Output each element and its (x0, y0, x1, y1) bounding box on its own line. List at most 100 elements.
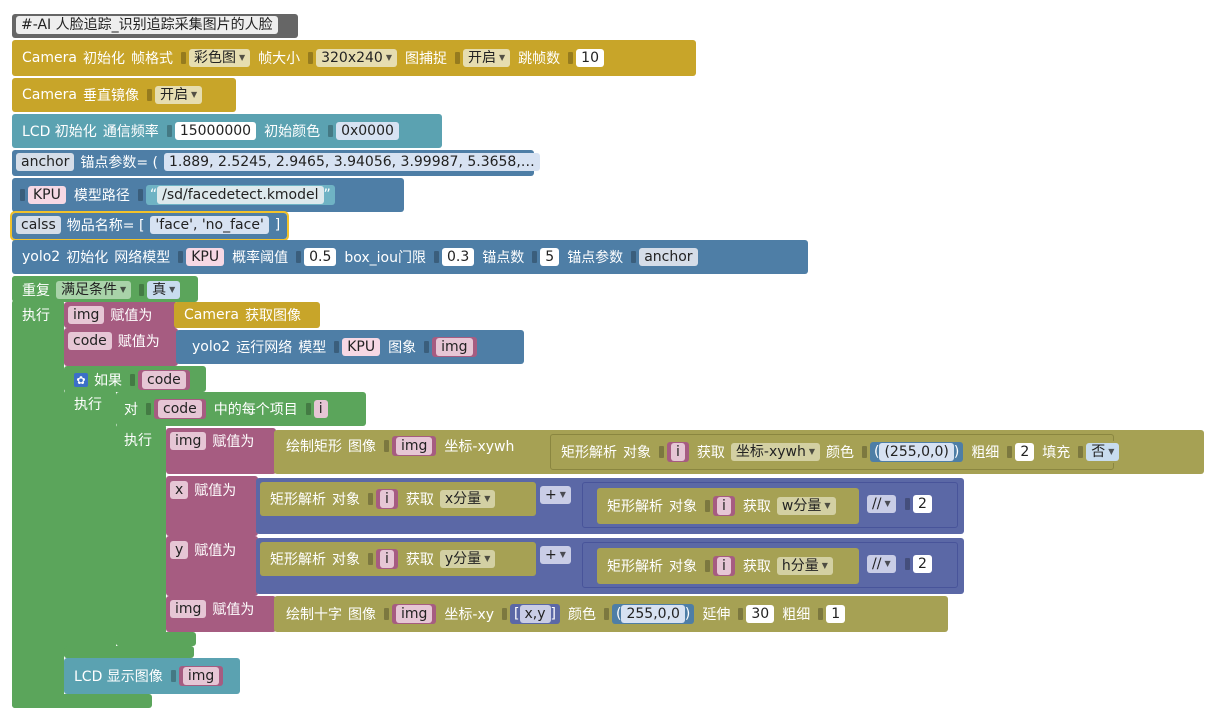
image-var-block[interactable]: img (392, 604, 437, 624)
anchor-block[interactable]: anchor 锚点参数= ( 1.889, 2.5245, 2.9465, 3.… (12, 150, 551, 176)
image-value[interactable]: img (396, 437, 433, 455)
path-string[interactable]: “ /sd/facedetect.kmodel ” (145, 185, 335, 205)
x-assign-block[interactable]: x 赋值为 (166, 476, 258, 536)
obj-var-block[interactable]: i (376, 549, 398, 569)
obj-value[interactable]: i (380, 550, 394, 568)
draw-rect-assign-block[interactable]: img 赋值为 (166, 428, 276, 474)
yolo-init-block[interactable]: yolo2 初始化 网络模型 KPU 概率阈值 0.5 box_iou门限 0.… (12, 240, 808, 274)
color-tuple-block[interactable]: ((255,0,0)) (870, 442, 964, 462)
frame-format-dropdown[interactable]: 彩色图▼ (188, 49, 251, 67)
calss-values[interactable]: 'face', 'no_face' (150, 216, 269, 234)
h-parse-block[interactable]: 矩形解析 对象 i 获取 h分量▼ (597, 548, 859, 584)
div-op-dropdown[interactable]: //▼ (867, 495, 896, 513)
camera-init-block[interactable]: Camera 初始化 帧格式 彩色图▼ 帧大小 320x240▼ 图捕捉 开启▼… (12, 40, 696, 76)
add-op-dropdown[interactable]: +▼ (540, 486, 571, 504)
y-assign-block[interactable]: y 赋值为 (166, 536, 258, 596)
y-div-block[interactable]: 矩形解析 对象 i 获取 h分量▼ //▼ 2 (582, 542, 958, 588)
img-var[interactable]: img (170, 600, 207, 618)
divisor-input[interactable]: 2 (913, 495, 932, 513)
image-var-block[interactable]: img (392, 436, 437, 456)
image-value[interactable]: img (182, 667, 220, 685)
obj-value[interactable]: i (717, 497, 731, 515)
get-dropdown[interactable]: 坐标-xywh▼ (730, 443, 820, 461)
obj-var-block[interactable]: i (713, 556, 735, 576)
gear-icon[interactable]: ✿ (74, 373, 88, 387)
x-math-block[interactable]: 矩形解析 对象 i 获取 x分量▼ +▼ 矩形解析 对象 i 获取 w分量▼ /… (256, 478, 964, 534)
code-assign-block[interactable]: code 赋值为 (64, 328, 178, 366)
camera-mirror-block[interactable]: Camera 垂直镜像 开启▼ (12, 78, 236, 112)
skip-input[interactable]: 10 (576, 49, 604, 67)
get-dropdown[interactable]: w分量▼ (776, 497, 836, 515)
repeat-value-dropdown[interactable]: 真▼ (147, 281, 181, 299)
calss-var[interactable]: calss (16, 216, 61, 234)
y-var[interactable]: y (170, 541, 189, 559)
x-var[interactable]: x (170, 481, 189, 499)
x-parse-block[interactable]: 矩形解析 对象 i 获取 x分量▼ (260, 482, 536, 516)
lcd-init-block[interactable]: LCD 初始化 通信频率 15000000 初始颜色 0x0000 (12, 114, 442, 148)
freq-input[interactable]: 15000000 (174, 122, 257, 140)
if-cond-value[interactable]: code (142, 371, 186, 389)
image-var-block[interactable]: img (432, 337, 477, 357)
model-value[interactable]: KPU (186, 248, 225, 266)
path-value[interactable]: /sd/facedetect.kmodel (157, 186, 324, 204)
color-value[interactable]: (255,0,0) (879, 443, 954, 461)
for-list-block[interactable]: code (154, 399, 206, 419)
if-block[interactable]: ✿ 如果 code (64, 366, 206, 392)
add-op-dropdown[interactable]: +▼ (540, 546, 571, 564)
anchor-param-value[interactable]: anchor (639, 248, 698, 266)
img-var[interactable]: img (170, 432, 207, 450)
for-each-block[interactable]: 对 code 中的每个项目 i (116, 392, 366, 426)
frame-size-dropdown[interactable]: 320x240▼ (316, 49, 397, 67)
obj-var-block[interactable]: i (667, 442, 689, 462)
y-parse-block[interactable]: 矩形解析 对象 i 获取 y分量▼ (260, 542, 536, 576)
img-var[interactable]: img (68, 306, 105, 324)
image-value[interactable]: img (436, 338, 473, 356)
for-list-value[interactable]: code (158, 400, 202, 418)
div-op-dropdown[interactable]: //▼ (867, 555, 896, 573)
comment-block[interactable]: #-AI 人脸追踪_识别追踪采集图片的人脸 (12, 14, 298, 38)
w-parse-block[interactable]: 矩形解析 对象 i 获取 w分量▼ (597, 488, 859, 524)
thick-input[interactable]: 2 (1015, 443, 1035, 461)
obj-value[interactable]: i (717, 557, 731, 575)
color-tuple-block[interactable]: (255,0,0) (612, 604, 695, 624)
x-div-block[interactable]: 矩形解析 对象 i 获取 w分量▼ //▼ 2 (582, 482, 958, 528)
lcd-show-block[interactable]: LCD 显示图像 img (64, 658, 240, 694)
extend-input[interactable]: 30 (746, 605, 775, 623)
if-cond-block[interactable]: code (138, 370, 190, 390)
obj-var-block[interactable]: i (376, 489, 398, 509)
rect-parse-block[interactable]: 矩形解析 对象 i 获取 坐标-xywh▼ 颜色 ((255,0,0)) 粗细 … (550, 434, 1122, 470)
obj-value[interactable]: i (380, 490, 394, 508)
obj-var-block[interactable]: i (713, 496, 735, 516)
img-assign-block[interactable]: img 赋值为 (64, 302, 178, 328)
code-var[interactable]: code (68, 332, 112, 350)
threshold-input[interactable]: 0.5 (304, 248, 337, 266)
mirror-dropdown[interactable]: 开启▼ (154, 86, 203, 104)
for-item-var[interactable]: i (313, 400, 328, 418)
thick-input[interactable]: 1 (826, 605, 846, 623)
yolo-run-block[interactable]: yolo2 运行网络 模型 KPU 图象 img (176, 330, 524, 364)
anchor-num-input[interactable]: 5 (540, 248, 560, 266)
draw-cross-block[interactable]: 绘制十字 图像 img 坐标-xy [x,y] 颜色 (255,0,0) 延伸 … (274, 596, 948, 632)
get-dropdown[interactable]: x分量▼ (439, 490, 496, 508)
camera-snapshot-block[interactable]: Camera 获取图像 (174, 302, 320, 328)
draw-rect-block[interactable]: 绘制矩形 图像 img 坐标-xywh 矩形解析 对象 i 获取 坐标-xywh… (274, 430, 1204, 474)
image-var-block[interactable]: img (178, 666, 224, 686)
repeat-cond-dropdown[interactable]: 满足条件▼ (56, 281, 132, 299)
fill-dropdown[interactable]: 否▼ (1086, 443, 1120, 461)
coord-value[interactable]: x,y (519, 605, 551, 623)
divisor-input[interactable]: 2 (913, 555, 932, 573)
iou-input[interactable]: 0.3 (442, 248, 475, 266)
capture-dropdown[interactable]: 开启▼ (463, 49, 511, 67)
kpu-var[interactable]: KPU (28, 186, 66, 204)
color-value[interactable]: 255,0,0 (621, 605, 685, 623)
calss-block[interactable]: calss 物品名称= [ 'face', 'no_face' ] (10, 211, 289, 241)
image-value[interactable]: img (396, 605, 433, 623)
get-dropdown[interactable]: y分量▼ (439, 550, 496, 568)
kpu-model-block[interactable]: KPU 模型路径 “ /sd/facedetect.kmodel ” (12, 178, 404, 212)
draw-cross-assign-block[interactable]: img 赋值为 (166, 596, 276, 632)
anchor-values[interactable]: 1.889, 2.5245, 2.9465, 3.94056, 3.99987,… (164, 153, 540, 171)
comment-text[interactable]: #-AI 人脸追踪_识别追踪采集图片的人脸 (16, 16, 278, 34)
model-value[interactable]: KPU (342, 338, 381, 356)
get-dropdown[interactable]: h分量▼ (776, 557, 833, 575)
obj-value[interactable]: i (671, 443, 685, 461)
